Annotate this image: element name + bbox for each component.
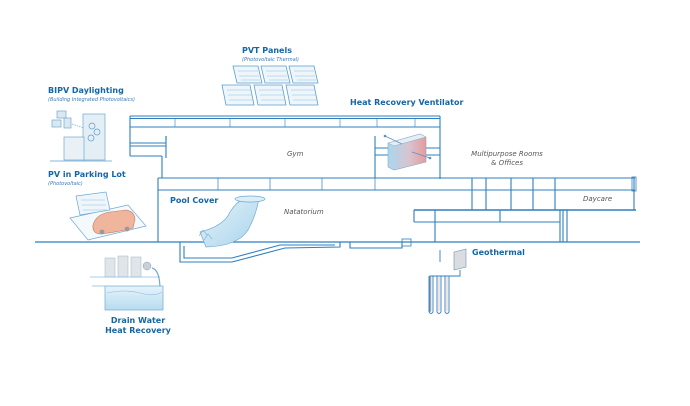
geothermal-label: Geothermal bbox=[472, 248, 525, 257]
room-multipurpose-line1: Multipurpose Rooms bbox=[471, 150, 543, 158]
building-structure bbox=[35, 115, 640, 263]
pool-cover-label: Pool Cover bbox=[170, 196, 219, 205]
pv-parking-lot-sublabel: (Photovoltaic) bbox=[48, 181, 83, 187]
room-gym: Gym bbox=[287, 150, 304, 158]
heat-recovery-ventilator-label: Heat Recovery Ventilator bbox=[350, 98, 464, 107]
geothermal-loop-icon bbox=[428, 248, 467, 314]
pool-cover-icon bbox=[198, 195, 266, 248]
heat-exchanger-icon bbox=[383, 133, 432, 171]
solar-carport-icon bbox=[69, 191, 147, 241]
room-multipurpose-line2: & Offices bbox=[491, 159, 523, 167]
pv-parking-lot-label: PV in Parking Lot bbox=[48, 170, 126, 179]
drain-water-tank-icon bbox=[90, 255, 164, 311]
drain-water-label-line1: Drain Water bbox=[110, 316, 166, 325]
bipv-daylighting-label: BIPV Daylighting bbox=[48, 86, 124, 95]
bipv-building-icon bbox=[50, 110, 112, 162]
drain-water-label-line2: Heat Recovery bbox=[105, 326, 171, 335]
bipv-daylighting-sublabel: (Building Integrated Photovoltaics) bbox=[48, 97, 135, 103]
solar-panel-array-icon bbox=[221, 65, 319, 106]
room-daycare: Daycare bbox=[583, 195, 613, 203]
room-natatorium: Natatorium bbox=[284, 208, 324, 216]
pvt-panels-sublabel: (Photovoltaic Thermal) bbox=[242, 57, 300, 63]
pvt-panels-label: PVT Panels bbox=[242, 46, 292, 55]
